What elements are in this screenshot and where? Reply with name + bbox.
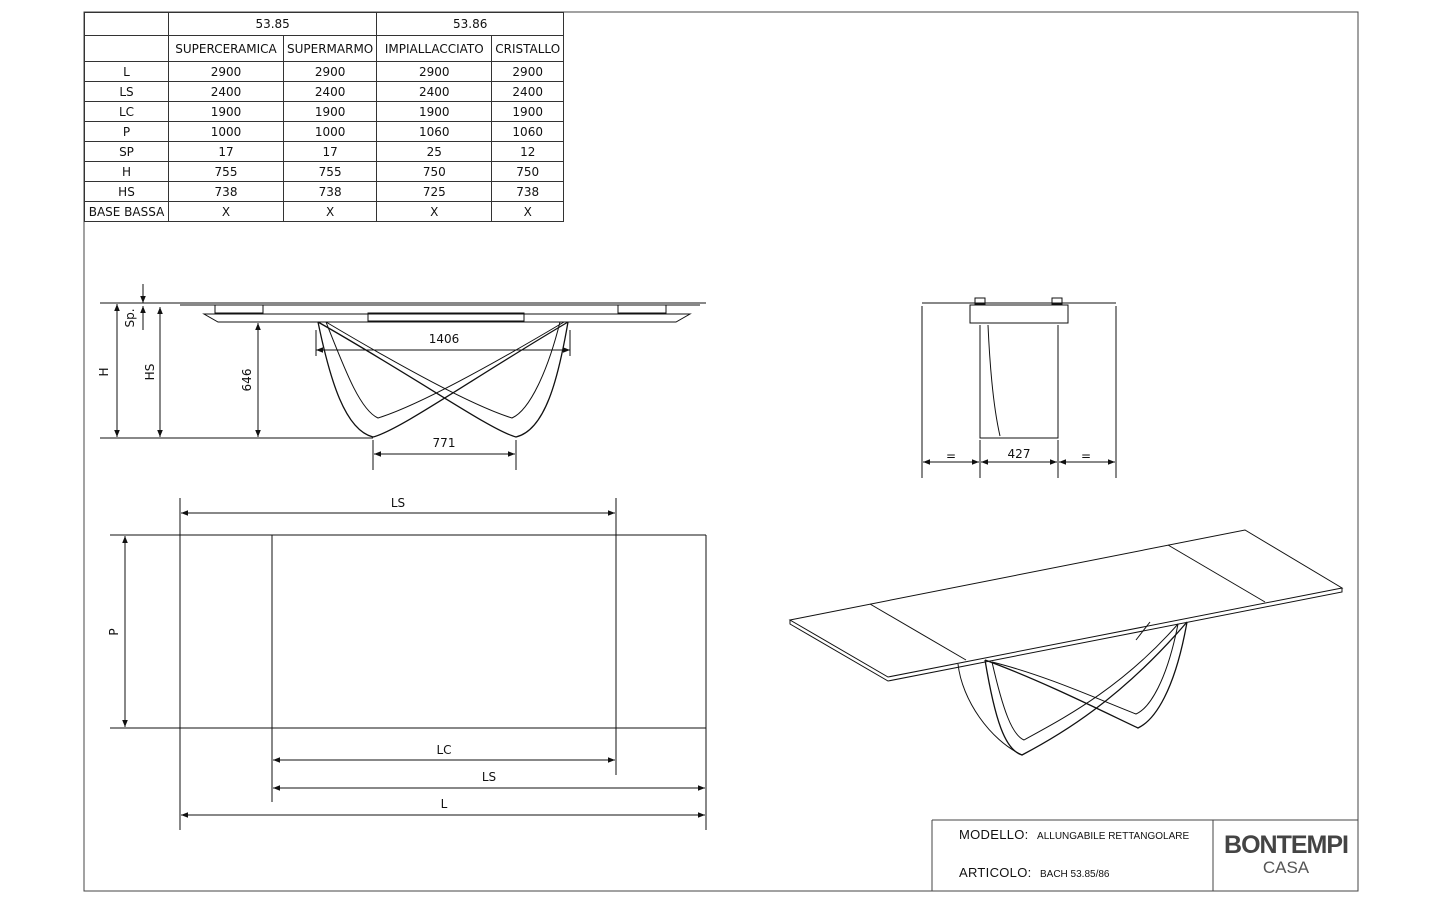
dim-label-1406: 1406 <box>429 332 460 346</box>
dim-label-l: L <box>441 797 448 811</box>
title-block <box>931 819 1358 891</box>
sheet-border <box>83 11 1359 892</box>
column-header: SUPERMARMO <box>282 35 378 62</box>
table-cell: 1000 <box>168 121 284 142</box>
dim-label-p: P <box>107 628 121 635</box>
row-label: BASE BASSA <box>84 201 169 222</box>
table-cell: 725 <box>376 181 493 202</box>
table-cell: 1060 <box>376 121 493 142</box>
table-cell: 738 <box>168 181 284 202</box>
table-cell: X <box>491 201 565 222</box>
modello-value: ALLUNGABILE RETTANGOLARE <box>1037 831 1190 842</box>
column-header: SUPERCERAMICA <box>168 35 284 62</box>
row-label: P <box>84 121 169 142</box>
table-cell: 2400 <box>282 81 378 102</box>
table-cell: 12 <box>491 141 565 162</box>
brand-logo-sub: CASA <box>1262 858 1310 877</box>
table-cell: 1060 <box>491 121 565 142</box>
dim-label-sp: Sp. <box>123 308 137 327</box>
table-cell: 2400 <box>491 81 565 102</box>
table-cell: X <box>376 201 493 222</box>
table-cell: X <box>168 201 284 222</box>
modello-label: MODELLO: <box>959 827 1029 842</box>
row-label: LS <box>84 81 169 102</box>
dim-label-427: 427 <box>1008 447 1031 461</box>
table-cell: 738 <box>282 181 378 202</box>
table-cell: 1900 <box>491 101 565 122</box>
table-cell: 750 <box>491 161 565 182</box>
table-cell: 750 <box>376 161 493 182</box>
dim-label-hs: HS <box>143 364 157 381</box>
column-header: CRISTALLO <box>491 35 565 62</box>
table-cell: 2900 <box>491 61 565 82</box>
row-label: LC <box>84 101 169 122</box>
dim-label-646: 646 <box>240 369 254 392</box>
group-header: 53.85 <box>167 12 378 36</box>
dim-label-side-right: = <box>1081 449 1091 463</box>
dim-label-lc: LC <box>436 743 451 757</box>
table-cell: 17 <box>168 141 284 162</box>
table-cell: 2400 <box>376 81 493 102</box>
table-cell: X <box>282 201 378 222</box>
spec-table: 53.85 53.86 SUPERCERAMICA SUPERMARMO IMP… <box>84 12 565 222</box>
modello-line: MODELLO: ALLUNGABILE RETTANGOLARE <box>959 826 1189 844</box>
table-cell: 2900 <box>376 61 493 82</box>
table-cell: 1900 <box>168 101 284 122</box>
articolo-line: ARTICOLO: BACH 53.85/86 <box>959 864 1109 882</box>
dim-label-h: H <box>97 367 111 376</box>
table-cell: 755 <box>282 161 378 182</box>
row-label: H <box>84 161 169 182</box>
table-cell: 25 <box>376 141 493 162</box>
table-cell: 2900 <box>168 61 284 82</box>
perspective-view <box>788 529 1344 756</box>
table-cell: 1000 <box>282 121 378 142</box>
table-cell: 738 <box>491 181 565 202</box>
group-header: 53.86 <box>376 12 565 36</box>
table-cell: 1900 <box>282 101 378 122</box>
row-label: L <box>84 61 169 82</box>
spec-corner <box>84 35 169 62</box>
table-cell: 1900 <box>376 101 493 122</box>
row-label: HS <box>84 181 169 202</box>
side-elevation-view <box>921 297 1117 478</box>
dim-label-771: 771 <box>433 436 456 450</box>
brand-logo: BONTEMPI <box>1224 831 1349 859</box>
articolo-label: ARTICOLO: <box>959 865 1032 880</box>
spec-corner <box>84 12 169 36</box>
table-cell: 2400 <box>168 81 284 102</box>
table-cell: 755 <box>168 161 284 182</box>
plan-view <box>110 498 707 830</box>
row-label: SP <box>84 141 169 162</box>
dim-label-ls-bottom: LS <box>482 770 496 784</box>
table-cell: 2900 <box>282 61 378 82</box>
table-cell: 17 <box>282 141 378 162</box>
dim-label-ls-top: LS <box>391 496 405 510</box>
dim-label-side-left: = <box>946 449 956 463</box>
column-header: IMPIALLACCIATO <box>376 35 493 62</box>
articolo-value: BACH 53.85/86 <box>1039 869 1110 880</box>
front-elevation-view <box>100 284 706 470</box>
